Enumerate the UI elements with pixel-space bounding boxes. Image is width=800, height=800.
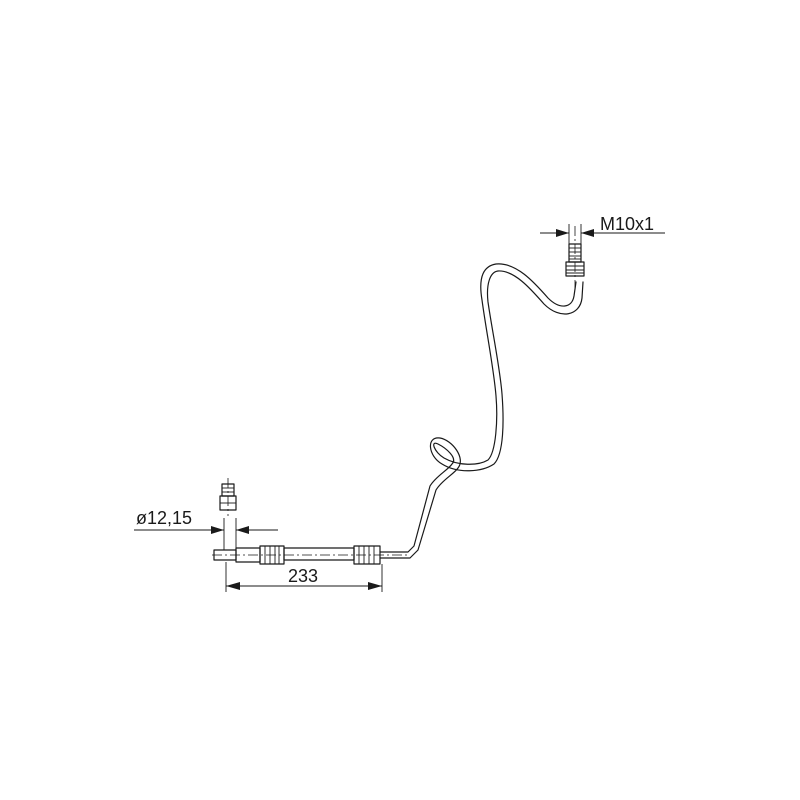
diameter-dimension: ø12,15 bbox=[134, 508, 278, 550]
length-label: 233 bbox=[288, 566, 318, 586]
diameter-label: ø12,15 bbox=[136, 508, 192, 528]
thread-label: M10x1 bbox=[600, 214, 654, 234]
length-dimension: 233 bbox=[225, 562, 383, 592]
thread-dimension: M10x1 bbox=[540, 214, 665, 244]
small-fitting bbox=[219, 478, 237, 516]
left-straight-section bbox=[212, 545, 410, 565]
banjo-fitting-top bbox=[565, 226, 585, 290]
hose-line bbox=[379, 263, 584, 559]
